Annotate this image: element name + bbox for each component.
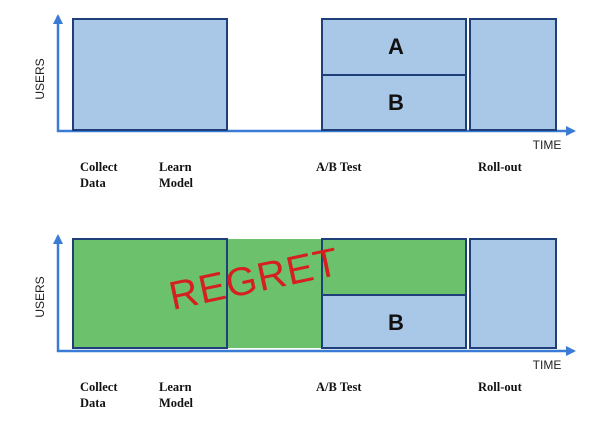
bottom-box-b-label: B xyxy=(388,310,404,335)
top-phase-learn-line1: Learn xyxy=(159,160,192,174)
top-phase-rollout: Roll-out xyxy=(478,160,523,174)
top-panel: USERS TIME A B Collect Data Learn Model … xyxy=(33,14,576,190)
bottom-phase-learn-line2: Model xyxy=(159,396,194,410)
bottom-panel: USERS TIME B REGRET Collect Data Learn M… xyxy=(33,234,576,410)
bottom-ab-box-b xyxy=(321,294,467,349)
top-collect-learn-box xyxy=(72,18,228,131)
top-phase-collect-line1: Collect xyxy=(80,160,118,174)
top-phase-collect: Collect Data xyxy=(80,160,121,190)
bottom-x-axis-label: TIME xyxy=(533,358,562,372)
bottom-rollout-box xyxy=(469,238,557,349)
regret-region xyxy=(73,239,466,348)
top-y-axis-label: USERS xyxy=(33,58,47,99)
top-box-a-label: A xyxy=(388,34,404,59)
bottom-phase-collect: Collect Data xyxy=(80,380,121,410)
top-phase-collect-line2: Data xyxy=(80,176,106,190)
top-phase-ab-test: A/B Test xyxy=(316,160,362,174)
bottom-phase-collect-line2: Data xyxy=(80,396,106,410)
bottom-y-axis-label: USERS xyxy=(33,276,47,317)
bottom-collect-learn-box xyxy=(72,238,228,349)
bottom-phase-collect-line1: Collect xyxy=(80,380,118,394)
top-x-axis-label: TIME xyxy=(533,138,562,152)
top-ab-box-b xyxy=(321,74,467,131)
top-phase-learn: Learn Model xyxy=(159,160,195,190)
top-phase-learn-line2: Model xyxy=(159,176,194,190)
bottom-phase-rollout: Roll-out xyxy=(478,380,523,394)
top-rollout-box xyxy=(469,18,557,131)
bottom-phase-learn: Learn Model xyxy=(159,380,195,410)
bottom-phase-ab-test: A/B Test xyxy=(316,380,362,394)
top-box-b-label: B xyxy=(388,90,404,115)
top-ab-box-a xyxy=(321,18,467,76)
bottom-phase-learn-line1: Learn xyxy=(159,380,192,394)
